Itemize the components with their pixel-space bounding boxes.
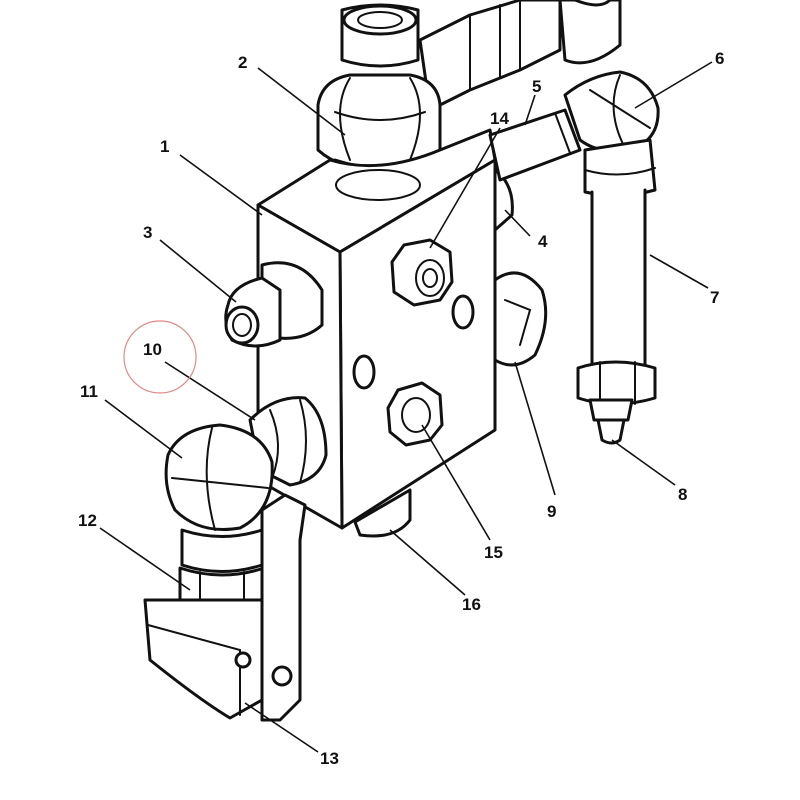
leader-1 <box>179 154 263 216</box>
leader-8 <box>611 439 676 486</box>
part-7-vertical-tube <box>576 138 657 406</box>
part-9-port-fitting <box>493 271 548 367</box>
callout-14[interactable]: 14 <box>490 109 509 128</box>
leader-14 <box>429 127 501 249</box>
part-3-port-fitting <box>224 261 324 348</box>
callout-7[interactable]: 7 <box>710 288 719 307</box>
part-15-plug <box>386 381 444 447</box>
leader-4 <box>504 209 531 237</box>
leader-2 <box>257 67 346 136</box>
leader-15 <box>421 424 491 541</box>
callout-3[interactable]: 3 <box>143 223 152 242</box>
part-5-tube <box>488 108 582 182</box>
callout-1[interactable]: 1 <box>160 137 169 156</box>
part-6-elbow <box>563 70 660 153</box>
callout-8[interactable]: 8 <box>678 485 687 504</box>
callout-4[interactable]: 4 <box>538 232 548 251</box>
part-8-bleed-screw <box>588 398 634 445</box>
callout-12[interactable]: 12 <box>78 511 97 530</box>
callout-16[interactable]: 16 <box>462 595 481 614</box>
leader-11 <box>104 399 183 459</box>
callout-labels: 1 2 3 4 5 6 7 8 9 10 11 12 13 14 15 16 <box>78 49 724 768</box>
front-face-port-lower <box>352 354 376 390</box>
leader-3 <box>159 239 237 303</box>
part-13-lever-clamp <box>143 493 307 722</box>
leader-12 <box>99 527 191 591</box>
leader-6 <box>634 61 713 109</box>
leader-16 <box>389 529 466 596</box>
callout-6[interactable]: 6 <box>715 49 724 68</box>
leader-9 <box>514 361 556 496</box>
leader-10 <box>164 361 256 421</box>
part-11-elbow <box>164 423 274 532</box>
callout-10[interactable]: 10 <box>143 340 162 359</box>
callout-10-highlight-circle <box>123 320 197 394</box>
callout-2[interactable]: 2 <box>238 53 247 72</box>
leader-13 <box>244 702 319 753</box>
leader-lines <box>99 61 713 753</box>
leader-7 <box>649 254 709 289</box>
front-face-port-upper <box>451 294 475 330</box>
callout-11[interactable]: 11 <box>80 382 98 401</box>
top-fitting-assembly <box>340 0 622 112</box>
callout-13[interactable]: 13 <box>320 749 339 768</box>
callout-15[interactable]: 15 <box>484 543 503 562</box>
callout-5[interactable]: 5 <box>532 77 541 96</box>
leader-5 <box>524 94 536 126</box>
part-14-hex-nut <box>390 238 454 307</box>
callout-9[interactable]: 9 <box>547 502 556 521</box>
